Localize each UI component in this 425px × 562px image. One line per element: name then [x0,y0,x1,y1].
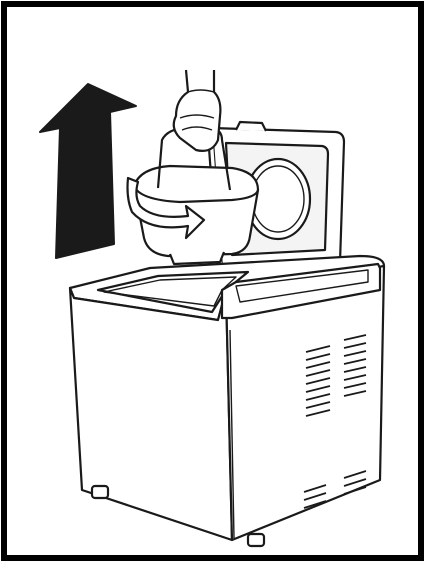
hand-icon [174,70,221,151]
foot [248,534,264,546]
arrow-up-icon [40,84,136,258]
foot [92,486,108,498]
machine-body [70,256,384,546]
